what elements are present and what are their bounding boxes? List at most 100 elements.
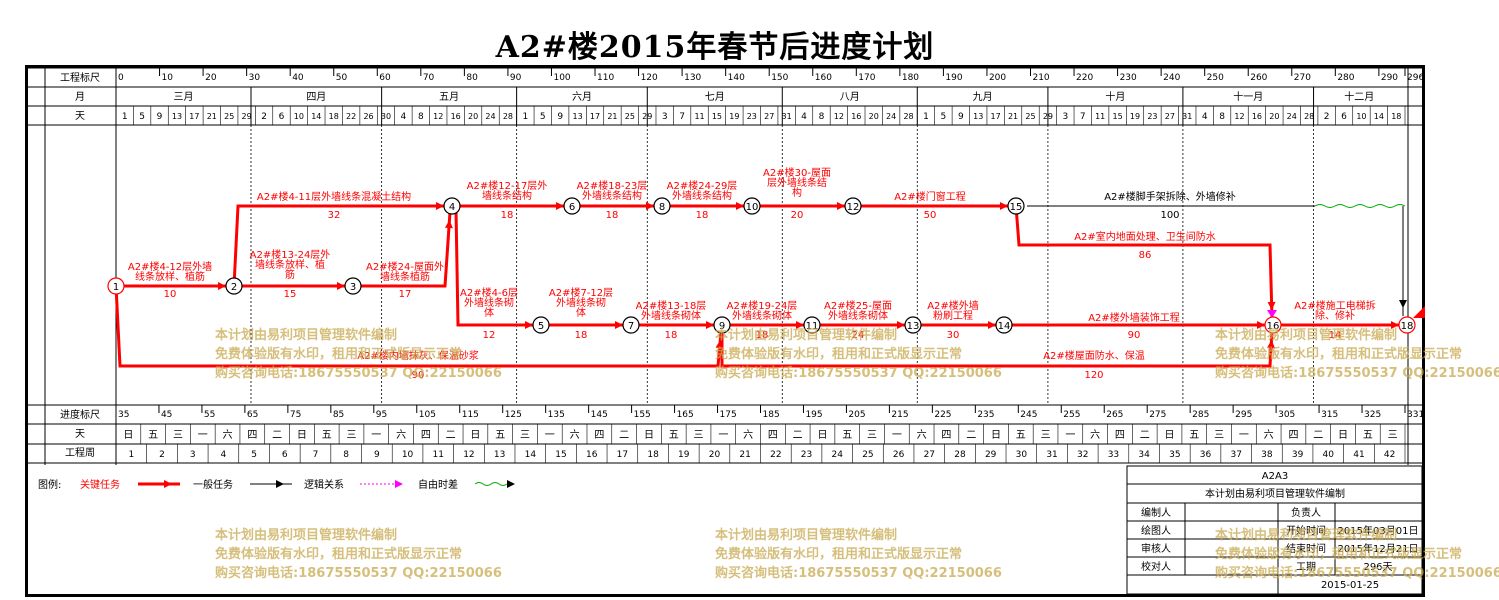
progress-tick-label: 235 [977, 410, 994, 420]
week-label: 21 [739, 450, 750, 460]
day-label: 5 [139, 112, 145, 122]
week-label: 18 [647, 450, 659, 460]
arrow-head [218, 282, 226, 290]
day-label: 26 [363, 112, 373, 121]
arrow-head [436, 202, 444, 210]
progress-tick-label: 105 [419, 410, 436, 420]
weekday-label: 三 [173, 430, 183, 441]
legend-float-label: 自由时差 [418, 478, 458, 491]
weekday-label: 四 [594, 430, 604, 441]
event-node-label: 5 [538, 321, 544, 332]
week-label: 17 [617, 450, 628, 460]
weekday-label: 四 [421, 430, 431, 441]
task-duration: 32 [328, 210, 341, 221]
day-label: 1 [122, 112, 128, 122]
week-label: 23 [801, 450, 812, 460]
weekday-label: 五 [1016, 430, 1026, 441]
event-node-label: 14 [998, 321, 1011, 332]
event-node [225, 277, 243, 295]
day-label: 18 [1391, 112, 1401, 121]
event-node [344, 277, 362, 295]
scale-tick-label: 10 [162, 73, 174, 83]
month-label: 十二月 [1344, 90, 1374, 103]
legend-critical-label: 关键任务 [80, 478, 120, 491]
arrow-head [1257, 321, 1265, 329]
weekday-label: 日 [991, 430, 1001, 441]
legend-logic-label: 逻辑关系 [304, 478, 344, 491]
progress-tick-label: 95 [376, 410, 387, 420]
day-label: 28 [903, 112, 913, 121]
task-duration: 18 [575, 330, 588, 341]
task-label: A2#楼19-24层 [727, 299, 798, 312]
week-label: 30 [1016, 450, 1028, 460]
week-label: 26 [893, 450, 905, 460]
day-label: 21 [1008, 112, 1018, 121]
scale-tick-label: 140 [728, 73, 745, 83]
title-block-cell: 结束时间 [1286, 542, 1326, 555]
task-label: 层外墙线条结 [767, 176, 827, 189]
weekday-label: 日 [1165, 430, 1175, 441]
task-label: A2#室内地面处理、卫生间防水 [1074, 230, 1216, 243]
weekday-label: 六 [1090, 429, 1100, 441]
arrow-head [736, 202, 744, 210]
title-block-cell: 工期 [1296, 561, 1316, 573]
event-node-label: 18 [1401, 321, 1414, 332]
day-label: 29 [1043, 112, 1053, 121]
week-label: 31 [1046, 450, 1057, 460]
row-label: 天 [75, 429, 85, 440]
task-label: A2#楼外墙 [927, 299, 979, 312]
progress-tick-label: 165 [677, 410, 694, 420]
finish-flag-icon [1413, 306, 1425, 318]
weekday-label: 六 [917, 429, 927, 441]
arrow-head [897, 321, 905, 329]
task-duration: 18 [665, 330, 678, 341]
day-label: 9 [958, 112, 964, 122]
scale-tick-label: 290 [1381, 73, 1398, 83]
week-label: 33 [1108, 450, 1119, 460]
week-label: 5 [251, 450, 257, 460]
progress-tick-label: 45 [161, 410, 172, 420]
scale-tick-label: 250 [1207, 73, 1224, 83]
task-label: 外墙线条砌 [556, 296, 606, 309]
day-label: 16 [851, 112, 861, 121]
task-label: 外墙线条砌体 [732, 309, 792, 322]
week-label: 34 [1138, 450, 1150, 460]
scale-tick-label: 220 [1076, 73, 1093, 83]
weekday-label: 日 [470, 430, 480, 441]
task-label: A2#楼外墙装饰工程 [1088, 311, 1180, 324]
day-label: 31 [1182, 112, 1192, 121]
scale-tick-label: 210 [1032, 73, 1049, 83]
week-label: 37 [1230, 450, 1241, 460]
task-label: 体 [484, 307, 494, 319]
scale-tick-label: 150 [771, 73, 788, 83]
day-label: 20 [869, 112, 879, 121]
event-node-label: 8 [659, 202, 665, 213]
task-duration: 17 [399, 289, 412, 300]
scale-tick-label: 20 [205, 73, 217, 83]
scale-tick-label: 60 [379, 73, 391, 83]
event-node-label: 10 [746, 202, 759, 213]
week-label: 16 [586, 450, 598, 460]
task-duration: 30 [947, 330, 960, 341]
title-block-subtitle: 本计划由易利项目管理软件编制 [1205, 487, 1345, 500]
progress-tick-label: 75 [290, 410, 301, 420]
title-block-cell: 校对人 [1141, 560, 1171, 573]
task-arrow [1014, 205, 1274, 319]
day-label: 17 [991, 112, 1001, 121]
day-label: 12 [433, 112, 443, 121]
week-label: 22 [770, 450, 781, 460]
event-node-label: 12 [847, 202, 860, 213]
week-label: 36 [1200, 450, 1212, 460]
day-label: 16 [1252, 112, 1262, 121]
week-label: 38 [1261, 450, 1273, 460]
week-label: 27 [924, 450, 935, 460]
month-label: 三月 [173, 91, 193, 103]
weekday-label: 一 [198, 430, 208, 441]
day-label: 25 [1025, 112, 1035, 121]
task-duration: 120 [1084, 370, 1103, 381]
task-duration: 12 [483, 330, 496, 341]
row-label: 天 [75, 111, 85, 122]
task-label: 线条放样、植筋 [135, 270, 205, 283]
title-block-cell: 编制人 [1141, 506, 1171, 519]
task-label: 墙线条植筋 [380, 270, 430, 283]
